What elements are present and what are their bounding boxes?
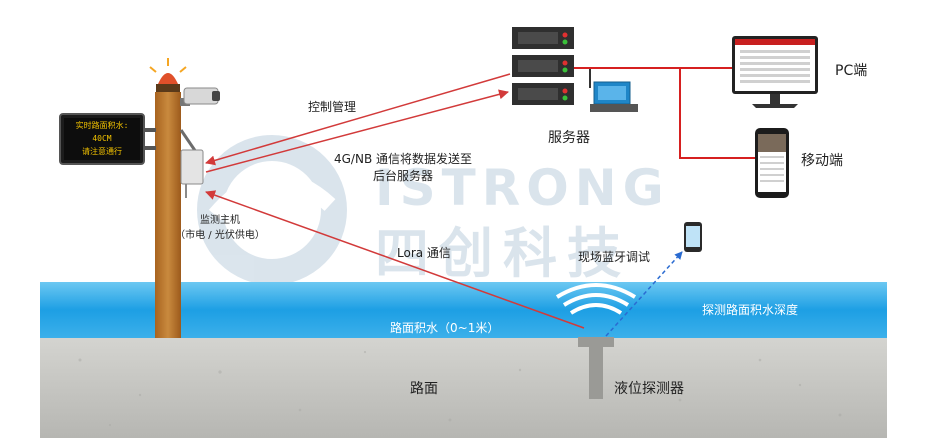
label-server: 服务器 bbox=[548, 130, 590, 146]
led-line-2: 40CM bbox=[92, 134, 112, 143]
label-lora: Lora 通信 bbox=[397, 246, 451, 260]
control-arrow bbox=[205, 73, 511, 166]
label-detect-depth: 探测路面积水深度 bbox=[702, 303, 799, 317]
field-phone-icon bbox=[684, 222, 702, 252]
watermark-logo: ISTRONG 四创科技 bbox=[197, 135, 670, 285]
warning-light-icon bbox=[149, 58, 187, 92]
label-host-line2: （市电 / 光伏供电） bbox=[175, 230, 265, 241]
led-sign-text: 实时路面积水: 40CM 请注意通行 bbox=[64, 119, 140, 158]
label-uplink: 4G/NB 通信将数据发送至 后台服务器 bbox=[318, 150, 488, 184]
pole bbox=[155, 92, 181, 338]
road-layer bbox=[40, 338, 887, 438]
label-water-range: 路面积水（0~1米） bbox=[390, 321, 500, 335]
label-pc: PC端 bbox=[835, 63, 868, 79]
label-road: 路面 bbox=[410, 381, 438, 397]
led-line-3: 请注意通行 bbox=[82, 147, 122, 156]
uplink-arrow bbox=[205, 89, 509, 173]
svg-text:ISTRONG: ISTRONG bbox=[375, 159, 670, 217]
label-host: 监测主机 （市电 / 光伏供电） bbox=[170, 211, 270, 241]
label-mobile: 移动端 bbox=[801, 153, 843, 169]
svg-text:四创科技: 四创科技 bbox=[375, 222, 631, 285]
level-sensor-icon bbox=[555, 283, 637, 399]
camera-icon bbox=[180, 87, 220, 106]
label-uplink-line1: 4G/NB 通信将数据发送至 bbox=[333, 152, 472, 166]
monitoring-host-icon bbox=[179, 129, 204, 198]
label-bluetooth: 现场蓝牙调试 bbox=[578, 250, 651, 264]
mobile-phone-icon bbox=[755, 128, 789, 198]
water-layer bbox=[40, 282, 887, 338]
lora-arrow bbox=[205, 190, 585, 329]
label-uplink-line2: 后台服务器 bbox=[372, 169, 433, 183]
led-display-board bbox=[59, 113, 156, 165]
led-line-1: 实时路面积水: bbox=[75, 121, 129, 130]
label-control: 控制管理 bbox=[308, 100, 357, 114]
pc-monitor-icon bbox=[732, 36, 818, 108]
workstation-icon bbox=[574, 67, 638, 112]
label-sensor: 液位探测器 bbox=[614, 381, 684, 397]
road-texture bbox=[78, 350, 842, 427]
bluetooth-arrow bbox=[605, 251, 683, 337]
server-client-links bbox=[574, 67, 755, 159]
server-rack-icon bbox=[512, 27, 574, 105]
label-host-line1: 监测主机 bbox=[200, 215, 240, 226]
